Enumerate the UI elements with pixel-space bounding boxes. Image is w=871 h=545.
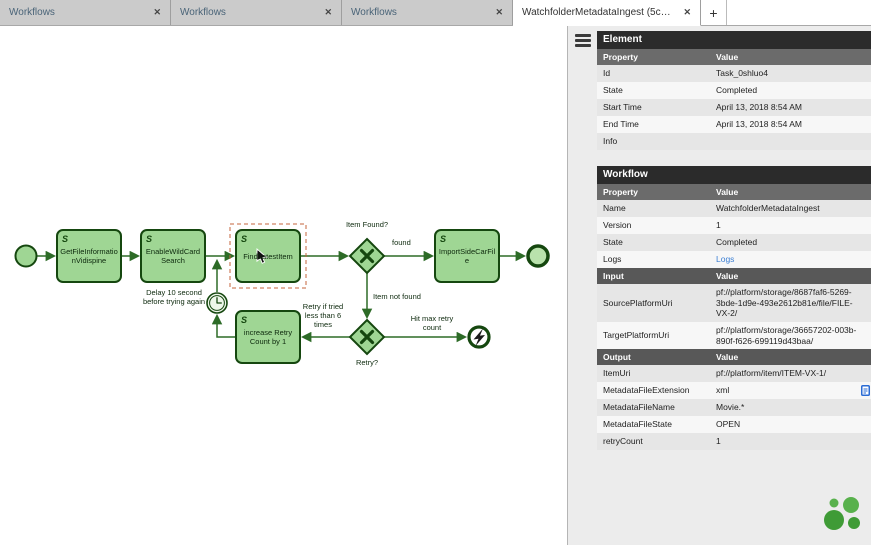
sequence-flows	[37, 250, 527, 343]
script-task-icon: S	[241, 234, 247, 244]
table-row: MetadataFileExtension xml	[597, 382, 871, 400]
tab-label: Workflows	[9, 7, 55, 18]
tab-bar: Workflows ✕ Workflows ✕ Workflows ✕ Watc…	[0, 0, 871, 26]
workflow-section-title: Workflow	[597, 166, 871, 184]
tab-workflows-2[interactable]: Workflows ✕	[171, 0, 342, 25]
input-table: SourcePlatformUri pf://platform/storage/…	[597, 284, 871, 350]
output-header-label: Output	[603, 352, 631, 363]
table-row: Id Task_0shluo4	[597, 65, 871, 82]
table-row: MetadataFileState OPEN	[597, 416, 871, 434]
output-table: ItemUri pf://platform/item/ITEM-VX-1/ Me…	[597, 365, 871, 451]
table-row: MetadataFileName Movie.*	[597, 399, 871, 417]
tab-watchfolder-metadata-ingest[interactable]: WatchfolderMetadataIngest (5c36741e-... …	[513, 0, 701, 26]
task-importsidecarfile[interactable]	[434, 229, 500, 283]
column-header-value: Value	[716, 187, 739, 197]
menu-icon[interactable]	[574, 34, 591, 47]
task-getfileinformationvidispine[interactable]	[56, 229, 122, 283]
tab-label: Workflows	[180, 7, 226, 18]
element-section-title: Element	[597, 31, 871, 49]
task-findlatestitem[interactable]	[235, 229, 301, 283]
start-event[interactable]	[14, 244, 38, 268]
close-icon[interactable]: ✕	[495, 7, 503, 17]
logs-link[interactable]: Logs	[716, 254, 735, 265]
flow-increase-count-to-timer[interactable]	[211, 313, 236, 338]
output-section-header: Output Value	[597, 349, 871, 366]
x-gateway-icon	[359, 248, 375, 264]
paste-icon[interactable]	[861, 385, 870, 398]
timer-event[interactable]	[206, 292, 228, 314]
workflow-table: Name WatchfolderMetadataIngest Version 1…	[597, 200, 871, 268]
properties-panel: Element Property Value Id Task_0shluo4 S…	[568, 26, 871, 545]
gateways	[348, 237, 386, 356]
table-row: SourcePlatformUri pf://platform/storage/…	[597, 284, 871, 322]
close-icon[interactable]: ✕	[153, 7, 161, 17]
main-area: S S S S S	[0, 26, 871, 545]
mouse-cursor	[256, 248, 268, 264]
bpmn-diagram: S S S S S	[14, 223, 550, 364]
column-header-property: Property	[603, 187, 638, 197]
panel-body: Element Property Value Id Task_0shluo4 S…	[597, 26, 871, 545]
element-table-header: Property Value	[597, 49, 871, 65]
workflow-table-header: Property Value	[597, 184, 871, 200]
tab-workflows-3[interactable]: Workflows ✕	[342, 0, 513, 25]
column-header-value: Value	[716, 271, 739, 281]
bpmn-canvas[interactable]: S S S S S	[0, 26, 568, 545]
table-row: State Completed	[597, 82, 871, 99]
new-tab-button[interactable]: +	[701, 0, 727, 25]
panel-menu-strip	[568, 26, 597, 545]
tab-workflows-1[interactable]: Workflows ✕	[0, 0, 171, 25]
column-header-value: Value	[716, 352, 739, 363]
table-row: Info	[597, 133, 871, 150]
table-row: TargetPlatformUri pf://platform/storage/…	[597, 321, 871, 350]
table-row: Name WatchfolderMetadataIngest	[597, 200, 871, 217]
task-enablewildcardsearch[interactable]	[140, 229, 206, 283]
input-header-label: Input	[603, 271, 624, 281]
script-task-icon: S	[62, 234, 68, 244]
tab-label: WatchfolderMetadataIngest (5c36741e-...	[522, 7, 676, 18]
close-icon[interactable]: ✕	[324, 7, 332, 17]
task-increase-retry-count[interactable]	[235, 310, 301, 364]
tab-label: Workflows	[351, 7, 397, 18]
table-row: Version 1	[597, 217, 871, 234]
input-section-header: Input Value	[597, 268, 871, 284]
script-task-icon: S	[440, 234, 446, 244]
table-row: ItemUri pf://platform/item/ITEM-VX-1/	[597, 365, 871, 383]
column-header-property: Property	[603, 52, 638, 62]
table-row: Logs Logs	[597, 251, 871, 268]
close-icon[interactable]: ✕	[683, 7, 691, 17]
error-end-event[interactable]	[467, 325, 491, 349]
table-row: State Completed	[597, 234, 871, 251]
task-shapes: S S S S S	[56, 223, 500, 364]
script-task-icon: S	[146, 234, 152, 244]
table-row: Start Time April 13, 2018 8:54 AM	[597, 99, 871, 116]
selection-outline	[229, 223, 307, 289]
vidiflow-logo	[822, 492, 864, 539]
clock-icon	[216, 297, 222, 304]
x-gateway-icon	[359, 329, 375, 345]
table-row: End Time April 13, 2018 8:54 AM	[597, 116, 871, 133]
element-table: Id Task_0shluo4 State Completed Start Ti…	[597, 65, 871, 150]
table-row: retryCount 1	[597, 433, 871, 451]
script-task-icon: S	[241, 315, 247, 325]
end-event[interactable]	[526, 244, 550, 268]
column-header-value: Value	[716, 52, 739, 62]
error-bolt-icon	[473, 328, 485, 346]
